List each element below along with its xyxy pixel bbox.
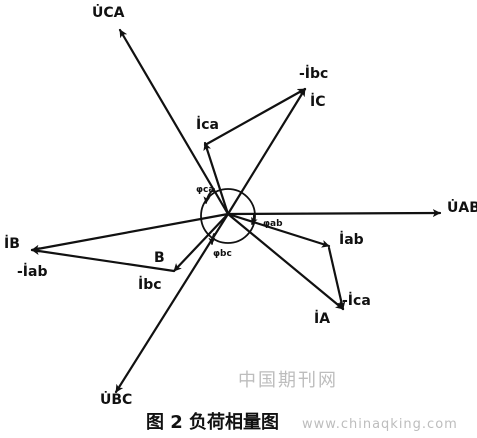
current-vector-b — [30, 212, 230, 253]
angle-arc-ab — [251, 213, 258, 225]
current-vector-a — [226, 212, 345, 311]
label-point-b: B — [154, 250, 165, 266]
label-current-a: İA — [314, 310, 330, 327]
current-vector-bc — [172, 212, 230, 273]
angle-arc-bc — [208, 233, 216, 245]
current-vector-ca — [203, 141, 230, 216]
label-minus-current-ca: -İca — [342, 292, 371, 309]
label-angle-ab: φab — [263, 219, 283, 229]
voltage-vector-ab — [226, 209, 442, 218]
angle-arc-ca — [203, 188, 215, 204]
current-vector-c — [226, 87, 307, 216]
label-current-bc: İbc — [138, 276, 162, 293]
label-angle-ca: φca — [196, 185, 214, 195]
origin-circle — [200, 188, 256, 244]
watermark-url: www.chinaqking.com — [302, 417, 458, 432]
minus-current-vector-ab — [30, 247, 176, 273]
label-voltage-ca: U̇CA — [92, 4, 125, 21]
minus-current-vector-ca — [327, 246, 346, 311]
voltage-vector-bc — [114, 212, 230, 394]
label-current-c: İC — [310, 93, 325, 110]
label-current-b: İB — [4, 235, 20, 252]
label-voltage-bc: U̇BC — [100, 391, 132, 408]
label-voltage-ab: U̇AB — [447, 199, 477, 216]
voltage-vector-ca — [118, 28, 230, 216]
label-current-ab: İab — [339, 231, 364, 248]
label-angle-bc: φbc — [213, 249, 232, 259]
label-minus-current-bc-top: -İbc — [299, 65, 328, 82]
minus-current-vector-bc-top — [203, 87, 307, 147]
label-minus-current-ab: -İab — [17, 263, 48, 280]
label-current-ca: İca — [196, 116, 219, 133]
current-vector-ab — [226, 212, 331, 248]
watermark-text: 中国期刊网 — [238, 370, 338, 391]
figure-caption: 图 2 负荷相量图 — [146, 411, 279, 433]
